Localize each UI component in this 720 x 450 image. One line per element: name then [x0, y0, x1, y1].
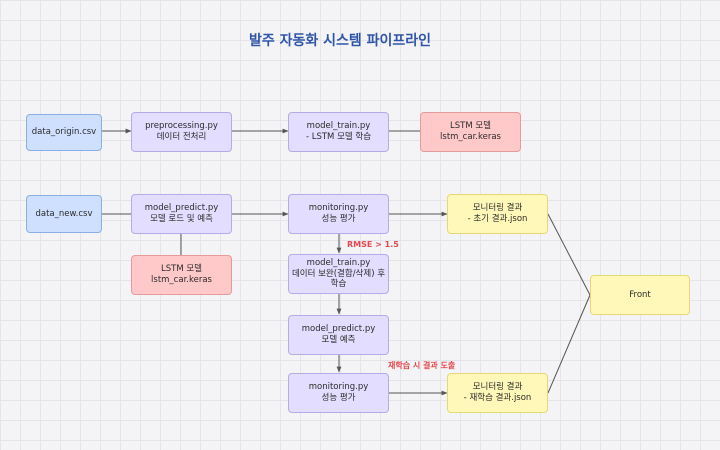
node-label: 모니터링 결과 — [472, 203, 523, 214]
node-label: model_predict.py — [144, 203, 219, 214]
node-sublabel: 모델 로드 및 예측 — [150, 214, 213, 224]
node-label: model_predict.py — [301, 324, 376, 335]
node-model-predict-1: model_predict.py 모델 로드 및 예측 — [131, 194, 232, 234]
node-label: monitoring.py — [308, 203, 369, 214]
node-sublabel: 모델 예측 — [321, 335, 356, 345]
node-sublabel: 성능 평가 — [321, 214, 356, 224]
node-label: monitoring.py — [308, 382, 369, 393]
node-label: LSTM 모델 — [161, 264, 202, 275]
node-monitoring-2: monitoring.py 성능 평가 — [288, 373, 389, 413]
node-label: LSTM 모델 — [450, 121, 491, 132]
node-sublabel: - 초기 결과.json — [467, 214, 528, 224]
node-label: data_new.csv — [35, 208, 93, 219]
node-model-train-1: model_train.py - LSTM 모델 학습 — [288, 112, 389, 152]
node-label: Front — [629, 289, 651, 300]
node-label: data_origin.csv — [31, 127, 97, 138]
node-model-predict-2: model_predict.py 모델 예측 — [288, 315, 389, 355]
node-sublabel: 데이터 전처리 — [156, 132, 207, 142]
edge-initial-result-to-front — [547, 213, 591, 296]
node-monitoring-1: monitoring.py 성능 평가 — [288, 194, 389, 234]
node-sublabel: lstm_car.keras — [440, 132, 501, 142]
node-model-train-2: model_train.py 데이터 보완(결합/삭제) 후 학습 — [288, 254, 389, 294]
node-label: model_train.py — [306, 258, 371, 269]
node-data-new: data_new.csv — [26, 195, 102, 233]
node-data-origin: data_origin.csv — [26, 114, 102, 151]
node-sublabel-2: 학습 — [330, 279, 347, 290]
diagram-title: 발주 자동화 시스템 파이프라인 — [248, 33, 432, 49]
node-lstm-model-2: LSTM 모델 lstm_car.keras — [131, 255, 232, 295]
node-label: 모니터링 결과 — [472, 382, 523, 393]
node-front: Front — [590, 275, 690, 315]
node-lstm-model-1: LSTM 모델 lstm_car.keras — [420, 112, 521, 152]
node-label: preprocessing.py — [145, 121, 218, 132]
node-sublabel: - LSTM 모델 학습 — [305, 132, 372, 142]
node-sublabel: 성능 평가 — [321, 393, 356, 403]
node-sublabel: lstm_car.keras — [151, 275, 212, 285]
node-sublabel: - 재학습 결과.json — [463, 393, 532, 403]
annotation-rmse: RMSE > 1.5 — [347, 240, 399, 249]
node-label: model_train.py — [306, 121, 371, 132]
edge-retrain-result-to-front — [547, 294, 591, 394]
annotation-retrain-result: 재학습 시 결과 도출 — [388, 361, 456, 370]
node-sublabel: 데이터 보완(결합/삭제) 후 — [291, 268, 386, 279]
node-result-initial: 모니터링 결과 - 초기 결과.json — [447, 194, 548, 234]
node-result-retrain: 모니터링 결과 - 재학습 결과.json — [447, 373, 548, 413]
node-preprocessing: preprocessing.py 데이터 전처리 — [131, 112, 232, 152]
